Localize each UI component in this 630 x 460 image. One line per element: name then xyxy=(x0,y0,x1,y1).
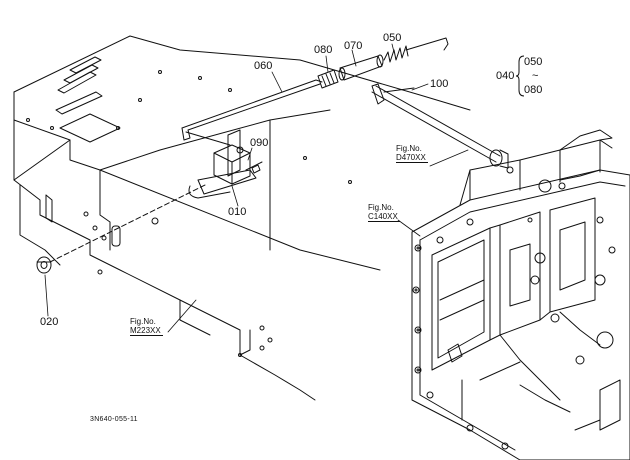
sleeve-070 xyxy=(338,54,384,81)
callout-100: 100 xyxy=(430,78,449,90)
drawing-id: 3N640-055-11 xyxy=(90,416,138,423)
transmission-housing xyxy=(411,129,630,460)
range-from: 050 xyxy=(524,56,543,68)
fig-ref-title: Fig.No. xyxy=(130,317,156,326)
range-bracket xyxy=(516,55,525,97)
leader-lines xyxy=(44,43,469,333)
callout-060: 060 xyxy=(254,60,273,72)
range-to: 080 xyxy=(524,84,543,96)
frame-body xyxy=(13,35,471,401)
fig-ref-title: Fig.No. xyxy=(368,203,394,212)
callout-010: 010 xyxy=(228,206,247,218)
callout-070: 070 xyxy=(344,40,363,52)
nut-020 xyxy=(36,256,52,274)
fig-ref-code: C140XX xyxy=(368,212,400,222)
spring-050 xyxy=(383,37,449,63)
fig-ref-title: Fig.No. xyxy=(396,144,422,153)
nut-080 xyxy=(317,69,339,89)
callout-050: 050 xyxy=(383,32,402,44)
fig-ref-code: M223XX xyxy=(130,326,163,336)
fig-ref-m223xx: Fig.No. M223XX xyxy=(130,317,163,336)
callout-080: 080 xyxy=(314,44,333,56)
rod-060 xyxy=(181,79,323,146)
range-tilde: ~ xyxy=(532,70,539,82)
range-label: 040 xyxy=(496,70,515,82)
shaft-100 xyxy=(371,83,509,169)
fig-ref-code: D470XX xyxy=(396,153,428,163)
callout-020: 020 xyxy=(40,316,59,328)
fig-ref-d470xx: Fig.No. D470XX xyxy=(396,144,428,163)
callout-090: 090 xyxy=(250,137,269,149)
fig-ref-c140xx: Fig.No. C140XX xyxy=(368,203,400,222)
